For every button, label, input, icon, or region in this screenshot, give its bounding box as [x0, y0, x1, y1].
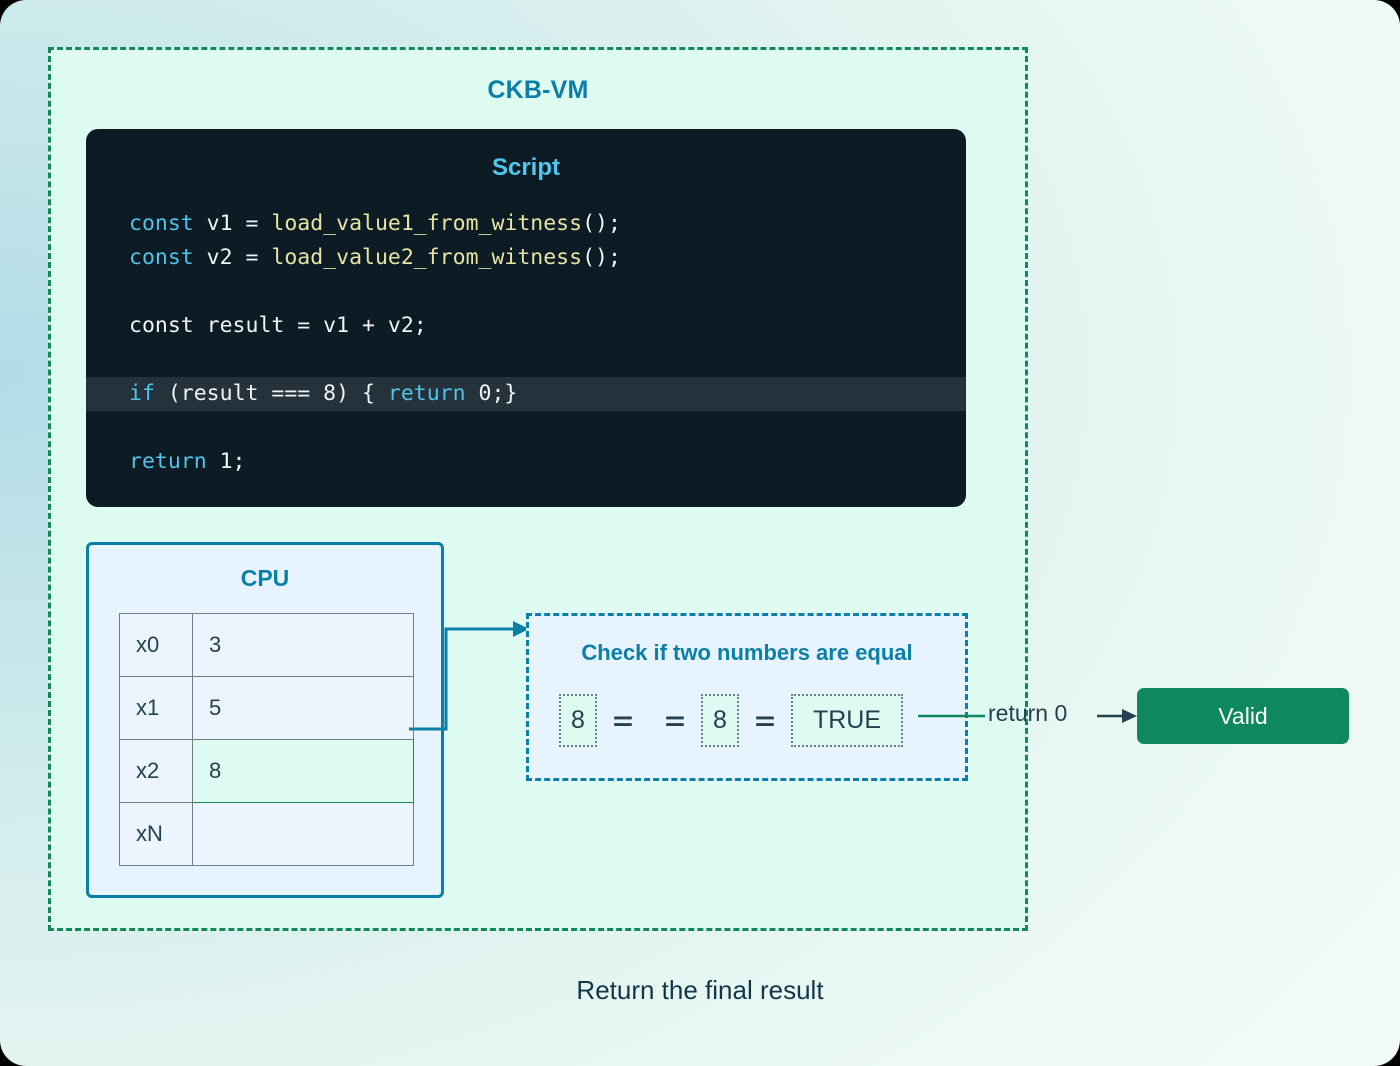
cpu-title: CPU [240, 565, 290, 591]
code-token [129, 279, 142, 304]
cpu-register-value: 5 [192, 676, 414, 740]
code-line: const v2 = load_value2_from_witness(); [86, 241, 966, 275]
code-token: load_value2_from_witness [271, 245, 583, 270]
equality-check-box: Check if two numbers are equal 8 = = 8 = TRUE [526, 613, 968, 781]
code-token: const [129, 245, 207, 270]
code-token: v1 = [206, 211, 272, 236]
code-token [129, 415, 142, 440]
cpu-register-name: x1 [119, 676, 193, 740]
valid-result-label: Valid [1218, 702, 1268, 729]
equality-check-title: Check if two numbers are equal [581, 640, 913, 665]
code-token: const result = v1 + v2; [129, 313, 427, 338]
code-token [129, 347, 142, 372]
equality-operand-box: TRUE [791, 694, 903, 747]
code-token: if [129, 381, 168, 406]
ckb-vm-container: CKB-VM Script const v1 = load_value1_fro… [48, 47, 1028, 931]
cpu-register-row: xN [119, 802, 414, 866]
code-token: const [129, 211, 207, 236]
return-code-label: return 0 [988, 700, 1068, 726]
equals-sign-glyph: = [612, 700, 634, 741]
code-token: (result === 8) { [167, 381, 388, 406]
cpu-register-value: 8 [192, 739, 414, 803]
code-line: const result = v1 + v2; [86, 309, 966, 343]
code-token: v2 = [206, 245, 272, 270]
script-title: Script [491, 154, 560, 181]
cpu-register-value [192, 802, 414, 866]
code-token: (); [582, 211, 621, 236]
code-line: if (result === 8) { return 0;} [86, 377, 966, 411]
code-token: return [129, 449, 220, 474]
code-line: const v1 = load_value1_from_witness(); [86, 207, 966, 241]
code-token: (); [582, 245, 621, 270]
code-line [86, 411, 966, 445]
script-code-lines: const v1 = load_value1_from_witness();co… [86, 207, 966, 479]
valid-result-badge: Valid [1137, 688, 1349, 744]
diagram-caption: Return the final result [576, 975, 824, 1005]
cpu-register-name: xN [119, 802, 193, 866]
code-token: 0;} [478, 381, 518, 406]
equality-expression: 8 = = 8 = TRUE [559, 694, 903, 747]
cpu-register-name: x2 [119, 739, 193, 803]
script-code-block: Script const v1 = load_value1_from_witne… [86, 129, 966, 507]
cpu-register-value: 3 [192, 613, 414, 677]
equality-operand-box: 8 [701, 694, 739, 747]
equality-operand-box: 8 [559, 694, 597, 747]
code-line [86, 343, 966, 377]
code-token: load_value1_from_witness [271, 211, 583, 236]
ckb-vm-title: CKB-VM [487, 76, 589, 104]
equals-sign-glyph: = [754, 700, 776, 741]
code-token: 1; [219, 449, 246, 474]
code-token: return [387, 381, 479, 406]
code-line [86, 275, 966, 309]
cpu-register-name: x0 [119, 613, 193, 677]
code-line: return 1; [86, 445, 966, 479]
equals-sign-glyph: = [664, 700, 686, 741]
